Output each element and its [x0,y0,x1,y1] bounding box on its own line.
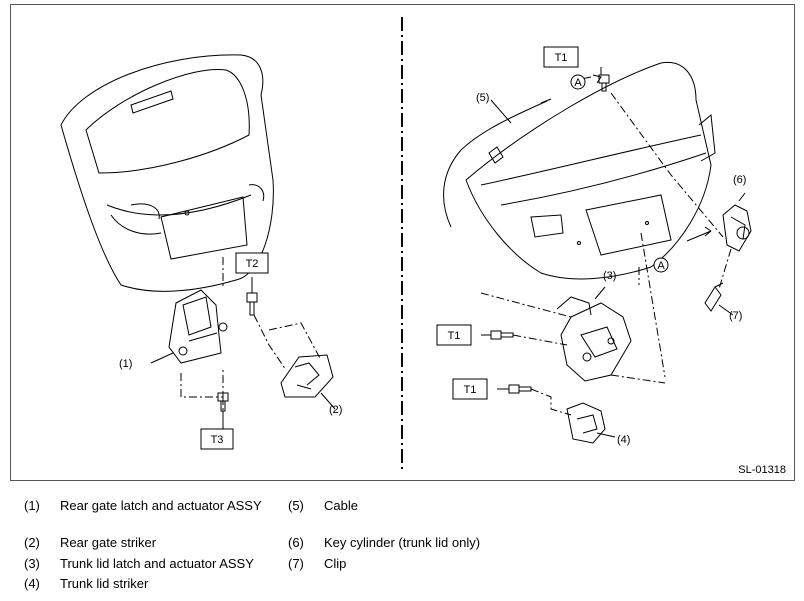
legend-item-3: (3) Trunk lid latch and actuator ASSY [24,556,284,572]
rear-gate-striker [280,354,334,398]
legend-number: (7) [288,556,304,571]
t1-latch-bolt [490,330,514,340]
callout-4: (4) [617,434,630,446]
legend-item-4: (4) Trunk lid striker [24,576,274,592]
svg-text:T3: T3 [211,434,224,446]
legend-item-2: (2) Rear gate striker [24,535,274,551]
legend-text: Rear gate striker [60,535,157,550]
legend-item-1: (1) Rear gate latch and actuator ASSY [24,498,274,532]
trunk-lid-striker [566,402,606,444]
diagram-drawing: A A T2 T3 T1 T1 T1 (1) (2) [60,17,752,471]
parts-diagram: A A T2 T3 T1 T1 T1 (1) (2) [10,4,795,481]
legend-text: Clip [324,556,347,571]
callout-5: (5) [476,92,489,104]
legend-item-6: (6) Key cylinder (trunk lid only) [288,535,548,551]
callout-1: (1) [119,358,132,370]
legend-number: (1) [24,498,40,513]
callout-7: (7) [729,310,742,322]
legend-item-7: (7) Clip [288,556,548,572]
legend-number: (4) [24,576,40,591]
t2-bolt [246,292,258,316]
torque-tag-t2: T2 [235,252,269,274]
view-marker-a-top: A [570,74,586,90]
legend-number: (5) [288,498,304,513]
legend-text: Trunk lid latch and actuator ASSY [60,556,254,571]
torque-tag-t1-latch: T1 [436,324,472,346]
figure-code: SL-01318 [738,464,786,476]
svg-text:A: A [657,260,665,272]
rear-gate-latch [168,289,228,364]
svg-text:T2: T2 [246,258,259,270]
svg-text:T1: T1 [464,384,477,396]
legend-number: (2) [24,535,40,550]
callout-6: (6) [733,174,746,186]
legend-text: Trunk lid striker [60,576,149,591]
legend-item-5: (5) Cable [288,498,548,514]
legend-number: (6) [288,535,304,550]
key-cylinder [722,192,752,252]
torque-tag-t3: T3 [200,428,234,450]
trunk-cable [443,100,548,228]
legend-text: Key cylinder (trunk lid only) [324,535,481,550]
clip [704,282,724,312]
view-marker-a-right: A [653,257,669,273]
callout-3: (3) [603,270,616,282]
trunk-lid-latch [556,286,632,382]
torque-tag-t1-top: T1 [543,46,579,68]
trunk-lid-illustration [465,61,716,280]
legend-text: Cable [324,498,358,513]
legend-number: (3) [24,556,40,571]
legend-text: Rear gate latch and actuator ASSY [60,498,262,513]
svg-text:A: A [574,77,582,89]
rear-gate-illustration [60,54,274,292]
callout-2: (2) [329,404,342,416]
svg-text:T1: T1 [448,330,461,342]
t1-striker-bolt [508,384,532,394]
svg-text:T1: T1 [555,52,568,64]
torque-tag-t1-striker: T1 [452,378,488,400]
